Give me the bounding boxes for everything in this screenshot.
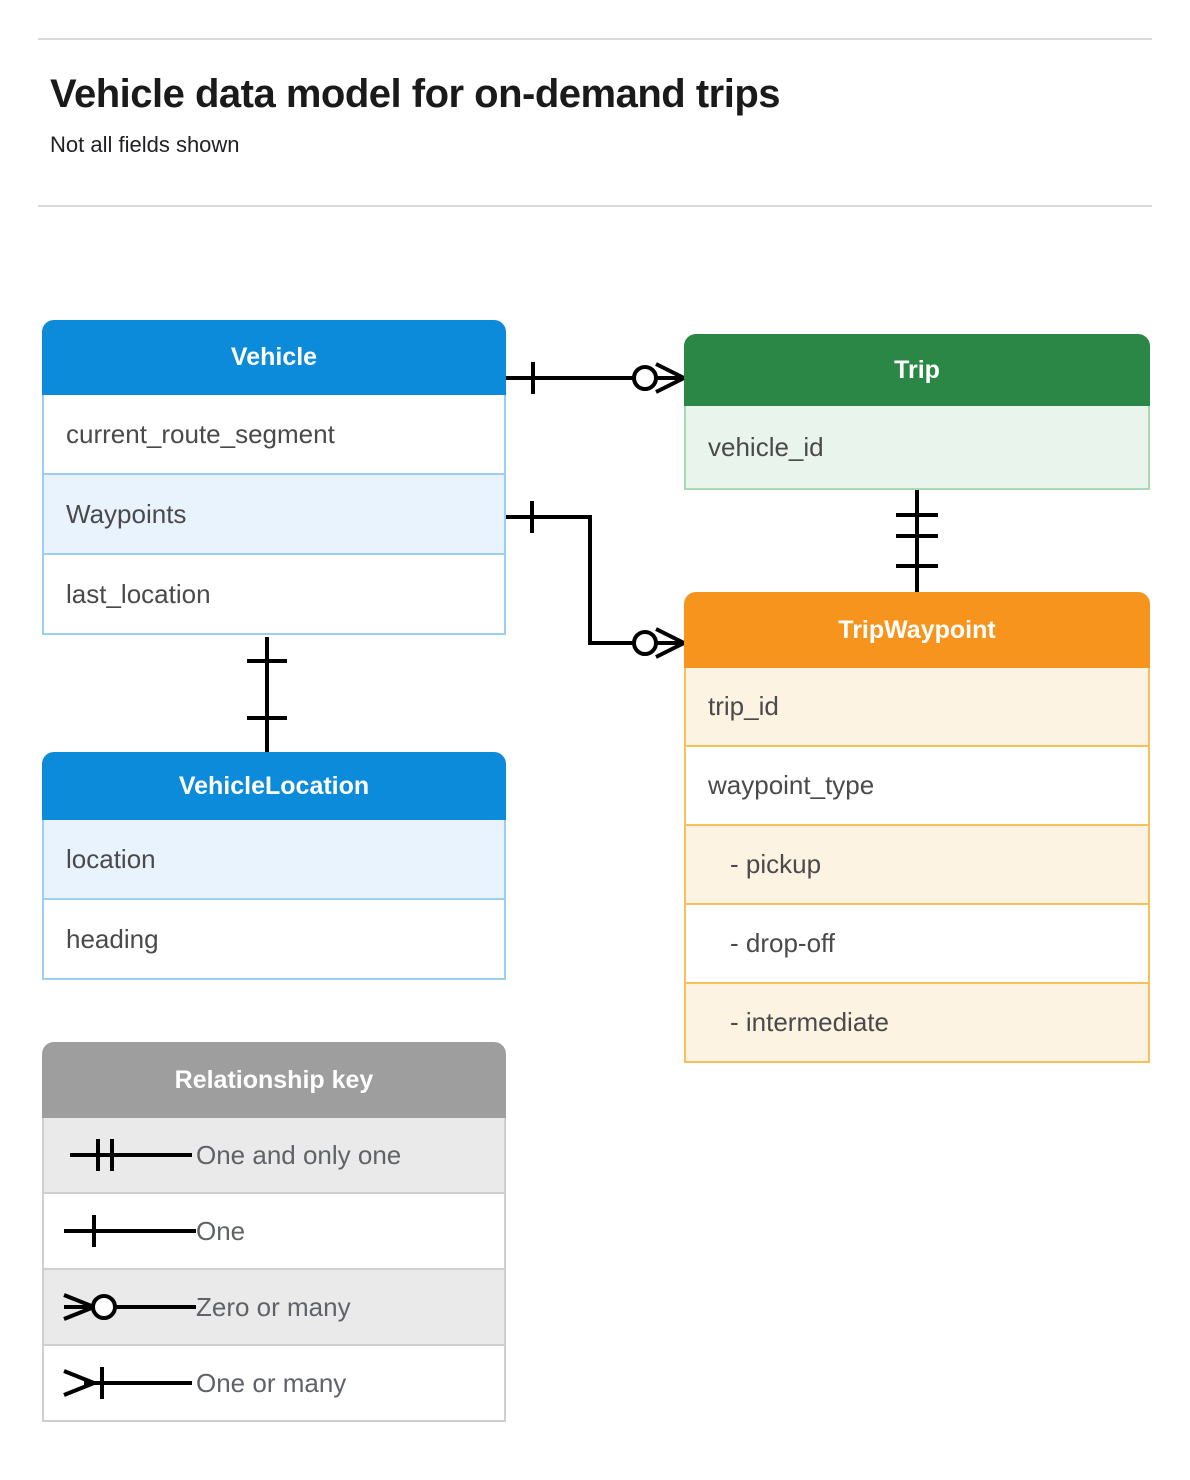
legend-title: Relationship key	[42, 1042, 506, 1118]
legend-row-one-or-many[interactable]: One or many	[42, 1346, 506, 1422]
legend-label-one: One	[196, 1215, 246, 1246]
entity-trip-field-vehicle-id[interactable]: vehicle_id	[684, 406, 1150, 490]
connector-vehicle-trip	[506, 362, 685, 394]
legend-row-zero-or-many[interactable]: Zero or many	[42, 1270, 506, 1346]
legend-row-one[interactable]: One	[42, 1194, 506, 1270]
entity-vehicle-location-field-heading[interactable]: heading	[42, 900, 506, 980]
entity-trip[interactable]: Trip vehicle_id	[684, 334, 1150, 490]
entity-vehicle-field-waypoints[interactable]: Waypoints	[42, 475, 506, 555]
entity-vehicle-field-last-location[interactable]: last_location	[42, 555, 506, 635]
entity-trip-waypoint-field-intermediate[interactable]: - intermediate	[684, 984, 1150, 1063]
entity-trip-waypoint-field-drop-off[interactable]: - drop-off	[684, 905, 1150, 984]
legend-label-zero-or-many: Zero or many	[196, 1291, 351, 1322]
zero-or-many-symbol	[63, 1293, 196, 1321]
legend-relationship-key[interactable]: Relationship key One and only one One	[42, 1042, 506, 1422]
one-or-many-symbol	[63, 1367, 192, 1399]
connector-vehicle-vehiclelocation	[247, 637, 287, 752]
one-symbol	[64, 1215, 196, 1247]
page-title: Vehicle data model for on-demand trips	[50, 72, 781, 116]
entity-trip-title: Trip	[684, 334, 1150, 406]
entity-vehicle-title: Vehicle	[42, 320, 506, 395]
entity-vehicle-location-field-location[interactable]: location	[42, 820, 506, 900]
legend-row-one-and-only-one[interactable]: One and only one	[42, 1118, 506, 1194]
entity-trip-waypoint-field-waypoint-type[interactable]: waypoint_type	[684, 747, 1150, 826]
header-top-divider	[38, 38, 1152, 40]
entity-vehicle-location-title: VehicleLocation	[42, 752, 506, 820]
entity-vehicle-field-current-route-segment[interactable]: current_route_segment	[42, 395, 506, 475]
entity-trip-waypoint-title: TripWaypoint	[684, 592, 1150, 668]
entity-vehicle-location[interactable]: VehicleLocation location heading	[42, 752, 506, 980]
header-bottom-divider	[38, 205, 1152, 207]
entity-vehicle[interactable]: Vehicle current_route_segment Waypoints …	[42, 320, 506, 635]
one-and-only-one-symbol	[70, 1139, 192, 1171]
entity-trip-waypoint-field-trip-id[interactable]: trip_id	[684, 668, 1150, 747]
entity-trip-waypoint-field-pickup[interactable]: - pickup	[684, 826, 1150, 905]
connector-waypoints-tripwaypoint	[506, 501, 685, 659]
legend-label-one-or-many: One or many	[196, 1367, 347, 1398]
legend-label-one-and-only-one: One and only one	[196, 1139, 402, 1170]
page-subtitle: Not all fields shown	[50, 132, 240, 157]
entity-trip-waypoint[interactable]: TripWaypoint trip_id waypoint_type - pic…	[684, 592, 1150, 1063]
